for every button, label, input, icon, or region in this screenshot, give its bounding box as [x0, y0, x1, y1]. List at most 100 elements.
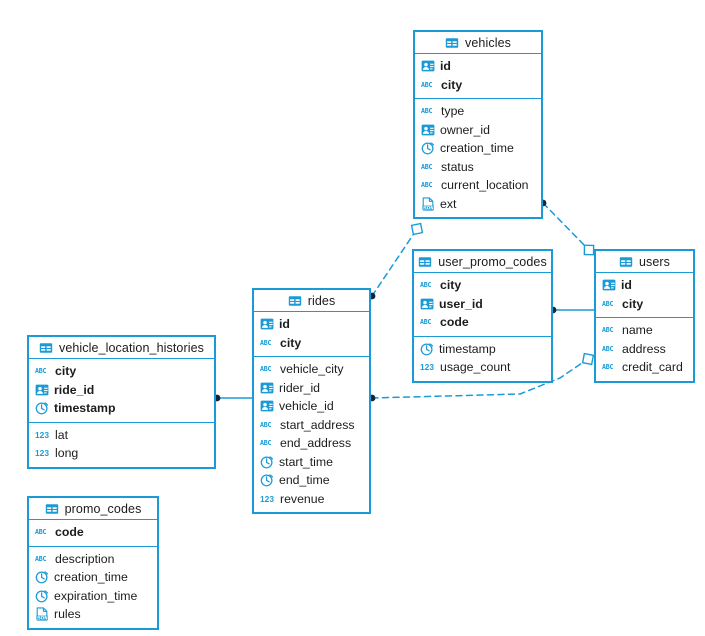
field-row[interactable]: ABC name	[596, 321, 693, 340]
table-header-rides[interactable]: rides	[254, 290, 369, 312]
abc-icon: ABC	[35, 367, 47, 376]
field-name: user_id	[439, 296, 483, 311]
field-row[interactable]: end_time	[254, 471, 369, 490]
table-header-users[interactable]: users	[596, 251, 693, 273]
field-name: owner_id	[440, 122, 490, 137]
json-icon: JSON	[421, 197, 435, 211]
field-name: code	[55, 525, 84, 540]
field-row[interactable]: ABC code	[414, 313, 551, 332]
field-row[interactable]: user_id	[414, 295, 551, 314]
field-name: lat	[55, 427, 68, 442]
table-title: vehicle_location_histories	[58, 340, 205, 355]
clock-icon	[35, 589, 49, 603]
field-name: end_address	[280, 436, 352, 451]
abc-icon: ABC	[421, 107, 433, 116]
field-row[interactable]: owner_id	[415, 121, 541, 140]
field-name: revenue	[280, 491, 325, 506]
id-card-icon	[420, 297, 434, 311]
field-name: rider_id	[279, 380, 321, 395]
table-header-promo_codes[interactable]: promo_codes	[29, 498, 157, 520]
field-row[interactable]: 123 lat	[29, 426, 214, 445]
field-row[interactable]: vehicle_id	[254, 397, 369, 416]
abc-icon: ABC	[602, 363, 614, 372]
field-name: name	[622, 323, 653, 338]
id-card-icon	[421, 59, 435, 73]
abc-icon: ABC	[420, 318, 432, 327]
field-name: timestamp	[54, 401, 116, 416]
table-title: users	[638, 254, 671, 269]
field-row[interactable]: creation_time	[415, 139, 541, 158]
json-icon: JSON	[35, 607, 49, 621]
table-icon	[418, 255, 432, 269]
number-icon: 123	[35, 429, 49, 440]
field-name: type	[441, 104, 465, 119]
abc-icon: ABC	[602, 326, 614, 335]
field-row[interactable]: id	[415, 57, 541, 76]
cardinality-one-square-icon	[583, 244, 595, 256]
field-row[interactable]: ABC type	[415, 102, 541, 121]
field-name: city	[440, 278, 462, 293]
relationship-vlh-rides[interactable]	[213, 394, 253, 402]
number-icon: 123	[35, 448, 49, 459]
field-row[interactable]: start_time	[254, 453, 369, 472]
clock-icon	[35, 401, 49, 415]
field-row[interactable]: expiration_time	[29, 587, 157, 606]
field-name: city	[441, 77, 463, 92]
id-card-icon	[260, 317, 274, 331]
table-header-vehicle_location_histories[interactable]: vehicle_location_histories	[29, 337, 214, 359]
field-row[interactable]: id	[596, 276, 693, 295]
table-icon	[39, 341, 53, 355]
table-header-vehicles[interactable]: vehicles	[415, 32, 541, 54]
table-title: rides	[307, 293, 336, 308]
table-header-user_promo_codes[interactable]: user_promo_codes	[414, 251, 551, 273]
field-name: address	[622, 341, 666, 356]
field-row[interactable]: timestamp	[29, 399, 214, 418]
table-title: user_promo_codes	[438, 254, 547, 269]
field-row[interactable]: id	[254, 315, 369, 334]
field-row[interactable]: creation_time	[29, 568, 157, 587]
clock-icon	[420, 342, 434, 356]
relationship-vehicles-users[interactable]	[539, 199, 595, 256]
field-row[interactable]: rider_id	[254, 379, 369, 398]
field-row[interactable]: ride_id	[29, 381, 214, 400]
field-name: code	[440, 315, 469, 330]
number-icon: 123	[420, 362, 434, 373]
field-name: vehicle_id	[279, 399, 334, 414]
field-name: id	[621, 278, 632, 293]
field-row[interactable]: timestamp	[414, 340, 551, 359]
relationship-upc-users[interactable]	[549, 306, 595, 314]
table-icon	[288, 294, 302, 308]
